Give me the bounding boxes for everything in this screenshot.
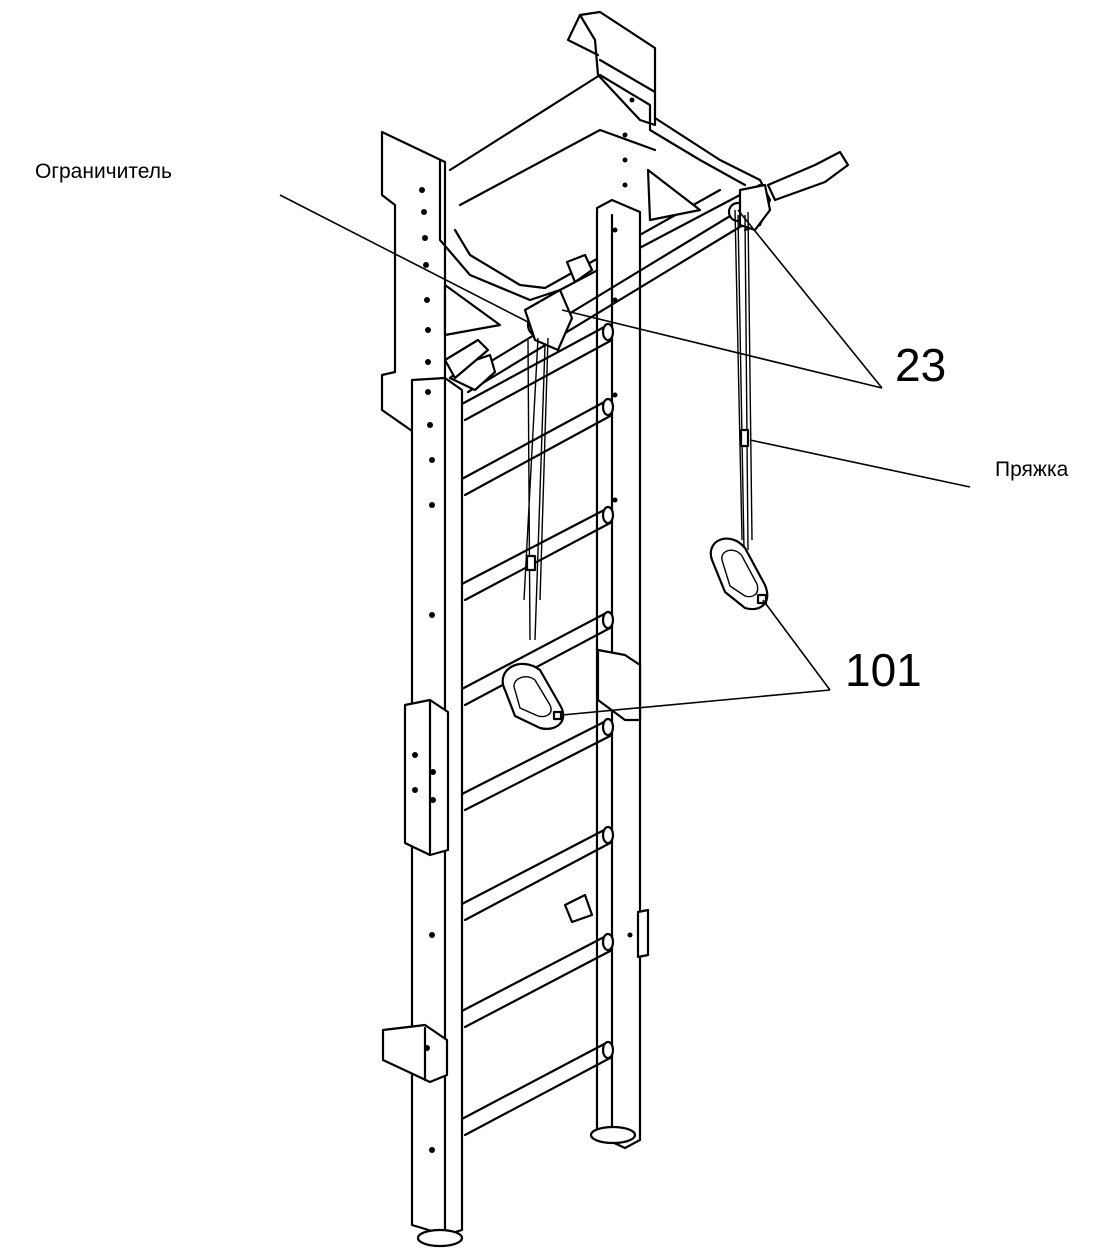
ladder-rungs [458, 322, 615, 1137]
callout-leaders [279, 194, 971, 716]
middle-wall-bracket [403, 698, 450, 857]
lower-wall-bracket [381, 1023, 449, 1084]
top-frame [438, 73, 772, 337]
gym-rings [501, 209, 769, 730]
rear-side-brackets [563, 253, 650, 959]
top-rear-bracket [566, 10, 657, 127]
mounting-holes [412, 97, 635, 1153]
callout-buckle: Пряжка [995, 458, 1069, 481]
callout-part-101: 101 [845, 644, 922, 696]
callout-part-23: 23 [895, 339, 947, 391]
adjustable-feet [416, 1125, 637, 1248]
callout-limiter: Ограничитель [35, 160, 172, 183]
crossbar [443, 150, 850, 394]
